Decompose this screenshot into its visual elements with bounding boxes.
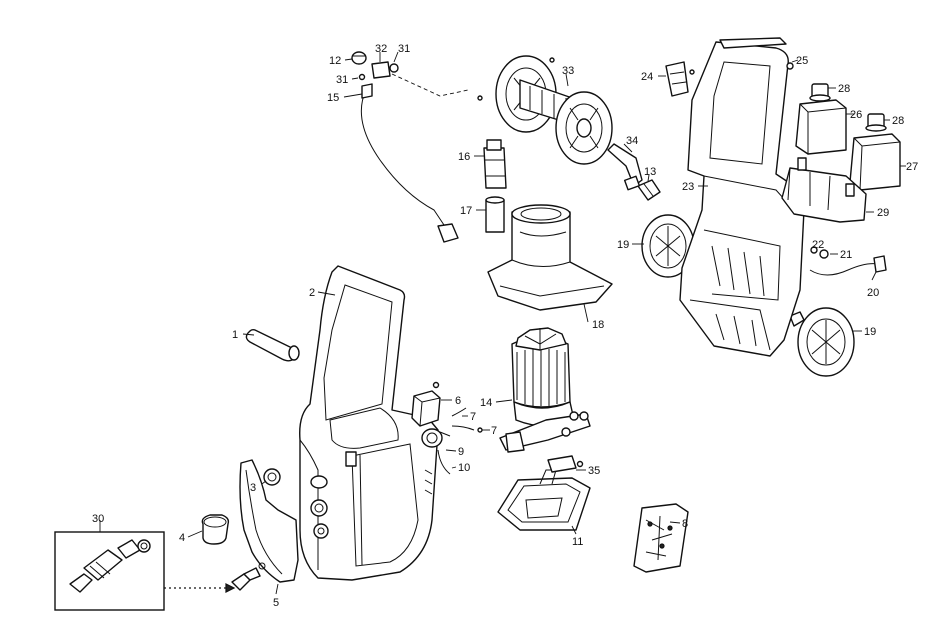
part-35-bracket [547, 455, 584, 473]
part-13-coupler [637, 179, 661, 201]
part-9-unloader-valve [421, 428, 451, 448]
callout-27: 27 [906, 161, 918, 173]
callout-19a: 19 [617, 239, 629, 251]
part-26-detergent-tank [795, 99, 847, 155]
callout-8: 8 [682, 518, 688, 530]
callout-7b: 7 [491, 425, 497, 437]
part-4-ring-clip [201, 514, 230, 545]
part-18-motor-housing [487, 204, 613, 311]
part-24-bracket [665, 61, 695, 97]
callout-3: 3 [250, 482, 256, 494]
callout-35: 35 [588, 465, 600, 477]
callout-12: 12 [329, 55, 341, 67]
callout-34: 34 [626, 135, 638, 147]
callout-6: 6 [455, 395, 461, 407]
part-30-inlet-fitting [231, 567, 261, 591]
callout-10: 10 [458, 462, 470, 474]
callout-7a: 7 [470, 411, 476, 423]
callout-4: 4 [179, 532, 185, 544]
callout-20: 20 [867, 287, 879, 299]
callout-30: 30 [92, 513, 104, 525]
part-6-pressure-switch [411, 381, 441, 427]
callout-9: 9 [458, 446, 464, 458]
callout-18: 18 [592, 319, 604, 331]
callout-19b: 19 [864, 326, 876, 338]
callout-23: 23 [682, 181, 694, 193]
part-10-bypass-hose [437, 449, 451, 475]
part-32-elbow-fitting [371, 61, 399, 79]
part-33-hose-reel [477, 55, 613, 165]
part-19-wheel-small [641, 214, 695, 278]
part-2-front-housing [299, 265, 439, 581]
part-11-base-tray [497, 469, 591, 531]
part-19-wheel-large [789, 307, 855, 377]
callout-1: 1 [232, 329, 238, 341]
part-17-cylinder [485, 196, 505, 233]
part-22-screw [810, 246, 818, 254]
part-15-high-pressure-hose [360, 83, 459, 243]
callout-25: 25 [796, 55, 808, 67]
part-14-motor-pump-assembly [499, 327, 591, 453]
callout-31a: 31 [398, 43, 410, 55]
part-1-handle-grip [245, 328, 300, 362]
part-28-tank-cap [809, 83, 831, 102]
part-16-filter [483, 139, 507, 189]
part-28-tank-cap-2 [865, 113, 887, 132]
part-29-tank-holder [781, 157, 867, 223]
callout-13: 13 [644, 166, 656, 178]
part-5-side-panel [239, 459, 299, 583]
callout-17: 17 [460, 205, 472, 217]
part-25-screw [786, 62, 794, 70]
part-3-control-knob [263, 468, 281, 486]
callout-15: 15 [327, 92, 339, 104]
callout-28a: 28 [838, 83, 850, 95]
part-21-cord-grommet [819, 249, 829, 259]
callout-labels: 1 2 3 4 5 6 7 7 8 9 10 11 12 13 14 15 16… [92, 43, 918, 609]
part-8-screw-bag [633, 503, 689, 573]
callout-26: 26 [850, 109, 862, 121]
callout-16: 16 [458, 151, 470, 163]
callout-14: 14 [480, 397, 492, 409]
part-34-crank-handle [607, 143, 643, 191]
callout-11: 11 [572, 536, 583, 548]
callout-24: 24 [641, 71, 653, 83]
callout-33: 33 [562, 65, 574, 77]
part-27-detergent-tank [849, 133, 901, 191]
callout-5: 5 [273, 597, 279, 609]
callout-31b: 31 [336, 74, 348, 86]
part-31-clip [358, 73, 366, 81]
callout-21: 21 [840, 249, 852, 261]
part-20-power-cord [809, 255, 887, 276]
callout-22: 22 [812, 239, 824, 251]
part-12-cap [351, 51, 367, 65]
callout-32: 32 [375, 43, 387, 55]
callout-29: 29 [877, 207, 889, 219]
part-7-connector-tube [451, 407, 483, 433]
part-30-inlet-coupler [54, 531, 165, 611]
callout-28b: 28 [892, 115, 904, 127]
callout-2: 2 [309, 287, 315, 299]
